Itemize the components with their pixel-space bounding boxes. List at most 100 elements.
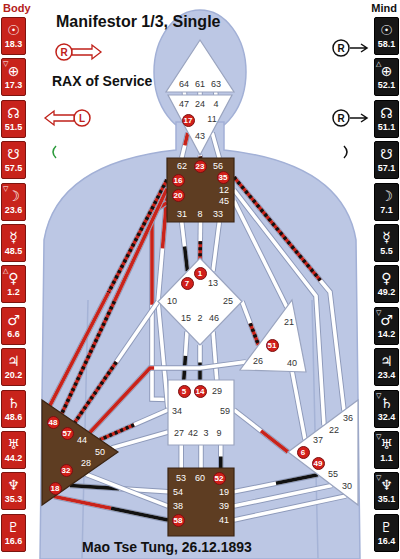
gate-number: 31 xyxy=(177,209,187,219)
channel-line xyxy=(200,222,202,261)
gate-number: 46 xyxy=(209,313,219,323)
gate-number: 27 xyxy=(174,428,184,438)
planet-value: 18.3 xyxy=(5,39,23,49)
gate-number: 13 xyxy=(208,278,218,288)
gate-number: 18 xyxy=(51,484,60,493)
center-shape: 646163 xyxy=(166,40,234,92)
chart-caption: Mao Tse Tung, 26.12.1893 xyxy=(82,539,252,555)
channel-outline xyxy=(112,432,168,448)
gate-number: 3 xyxy=(203,428,208,438)
gate-number: 36 xyxy=(343,413,353,423)
planet-box: ☽7.1 xyxy=(374,183,399,221)
direction-arrow xyxy=(45,111,74,125)
activation-line xyxy=(109,180,168,293)
channel-outline xyxy=(234,201,287,307)
gate-number: 55 xyxy=(328,469,338,479)
planet-value: 23.6 xyxy=(5,205,23,215)
gate-number: 7 xyxy=(185,279,189,288)
channel-line xyxy=(201,445,202,468)
gate-circle: 17 xyxy=(182,114,195,127)
gate-number: 35 xyxy=(219,173,228,182)
planet-symbol: ☽ xyxy=(380,188,393,204)
gate-number: 54 xyxy=(173,487,183,497)
planet-value: 58.1 xyxy=(378,39,396,49)
circle-letter: R xyxy=(60,47,67,58)
center-shape: 293459274239514 xyxy=(168,380,234,445)
channel-body xyxy=(234,496,346,520)
circle-letter: R xyxy=(337,43,344,54)
planet-symbol: ⊕ xyxy=(8,63,20,79)
planet-symbol: ♇ xyxy=(380,519,393,535)
gate-number: 51 xyxy=(268,341,277,350)
planet-box: ♇16.4 xyxy=(374,514,399,552)
activation-line xyxy=(111,508,168,520)
planet-mark: △ xyxy=(376,60,381,68)
gate-number: 44 xyxy=(77,435,87,445)
channel-outline xyxy=(50,180,167,405)
activation-line xyxy=(234,177,320,280)
gate-circle: 18 xyxy=(49,482,62,495)
gate-number: 50 xyxy=(95,447,105,457)
gate-number: 28 xyxy=(81,458,91,468)
gate-circle: 58 xyxy=(172,514,185,527)
center-outline-shape xyxy=(168,95,232,155)
gate-number: 63 xyxy=(211,79,221,89)
gate-number: 11 xyxy=(207,114,216,124)
planet-symbol: ☉ xyxy=(380,22,393,38)
gate-circle: 20 xyxy=(172,189,185,202)
planet-value: 20.2 xyxy=(5,370,23,380)
gate-number: 16 xyxy=(174,176,183,185)
channel-line xyxy=(220,445,221,468)
gate-number: 42 xyxy=(188,428,198,438)
gate-number: 15 xyxy=(181,313,191,323)
center-outline-shape xyxy=(42,400,118,505)
gate-number: 58 xyxy=(174,516,183,525)
channel-outline xyxy=(218,445,224,468)
direction-arrow xyxy=(350,44,367,52)
planet-value: 48.6 xyxy=(5,412,23,422)
planet-value: 5.5 xyxy=(380,246,393,256)
planet-box: ♃20.2 xyxy=(1,348,26,386)
planet-box: ▽☽23.6 xyxy=(1,183,26,221)
activation-line xyxy=(261,431,288,452)
planet-box: △♀1.2 xyxy=(1,265,26,303)
center-outline-shape xyxy=(168,380,234,445)
channel-body xyxy=(219,445,223,468)
planet-symbol: ♄ xyxy=(7,395,20,411)
channel-body xyxy=(234,190,324,425)
planet-box: ♇16.6 xyxy=(1,514,26,552)
channel-body xyxy=(100,410,168,440)
planet-value: 17.3 xyxy=(5,80,23,90)
gate-number: 4 xyxy=(213,99,218,109)
center-shape: 625612453183323162035 xyxy=(167,158,234,222)
channel-body xyxy=(182,222,188,271)
channel-body xyxy=(213,332,217,381)
channel-line xyxy=(181,445,182,468)
planet-value: 16.4 xyxy=(378,536,396,546)
channel-body xyxy=(234,201,287,307)
channel-body xyxy=(198,345,202,380)
channel-line xyxy=(213,332,217,381)
gate-circle: 49 xyxy=(312,457,325,470)
activation-line xyxy=(62,301,115,413)
channel-body xyxy=(198,222,202,261)
activation-line xyxy=(62,301,115,413)
activation-line xyxy=(185,247,188,272)
planet-value: 1.2 xyxy=(7,287,20,297)
gate-number: 22 xyxy=(329,425,339,435)
planet-symbol: ♂ xyxy=(380,312,393,328)
center-outline-shape xyxy=(288,400,358,505)
activation-line xyxy=(219,457,223,469)
gate-circle: 48 xyxy=(47,416,60,429)
planet-symbol: ♆ xyxy=(7,477,20,493)
gate-number: 21 xyxy=(284,317,294,327)
channel-line xyxy=(62,189,167,414)
channel-line xyxy=(242,302,259,346)
channel-line xyxy=(50,180,167,405)
channel-outline xyxy=(242,302,259,346)
channel-outline xyxy=(234,410,288,452)
channel-body xyxy=(234,410,288,452)
planet-box: ☋57.5 xyxy=(1,141,26,179)
planet-symbol: ☉ xyxy=(7,22,20,38)
small-arc xyxy=(344,146,347,158)
